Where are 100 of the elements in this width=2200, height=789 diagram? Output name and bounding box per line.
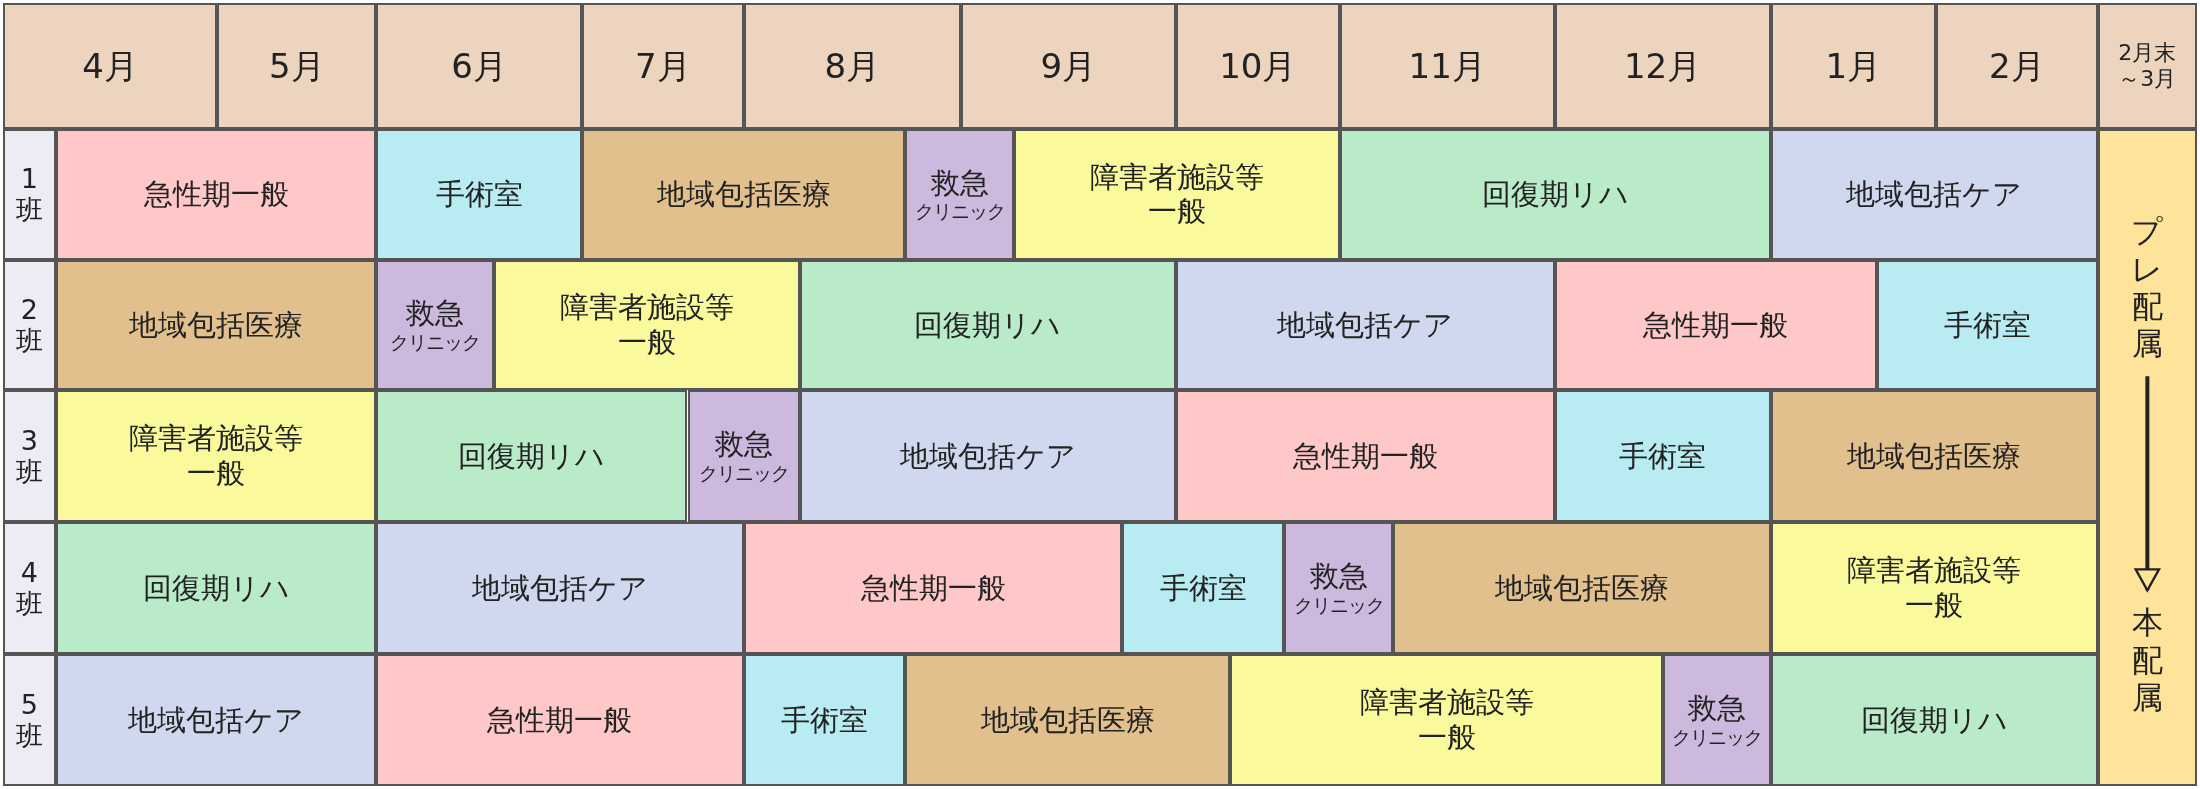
rotation-block	[904, 129, 1015, 260]
ward-label: 障害者施設等一般	[128, 421, 305, 492]
group-header-box	[2, 129, 57, 260]
rotation-block	[376, 259, 494, 391]
month-label: 2月末～3月	[2117, 39, 2178, 93]
group-label: 4班	[14, 557, 44, 620]
ward-label: 地域包括医療	[129, 307, 304, 343]
ward-label: 回復期リハ	[1481, 177, 1629, 212]
month-label: 8月	[824, 45, 881, 87]
assignment-label: 本配属	[2130, 604, 2164, 716]
month-header-box	[582, 2, 744, 130]
month-label: 4月	[82, 45, 138, 87]
ward-label: 障害者施設等一般	[558, 290, 735, 360]
month-label: 1月	[1825, 45, 1882, 87]
group-label: 5班	[14, 689, 44, 752]
month-header-box	[743, 2, 962, 130]
rotation-block	[1554, 390, 1771, 523]
month-header-box	[1554, 2, 1771, 130]
ward-label: 回復期リハ	[458, 438, 606, 474]
rotation-block	[687, 390, 800, 523]
rotation-block	[56, 259, 376, 391]
rotation-block	[56, 129, 376, 260]
ward-label: 地域包括ケア	[128, 702, 305, 738]
ward-label: 地域包括ケア	[1846, 177, 2023, 212]
ward-label: クリニック	[1671, 726, 1762, 749]
group-label: 1班	[14, 163, 44, 226]
rotation-block	[904, 654, 1231, 787]
group-header-box	[2, 390, 57, 523]
rotation-block	[799, 390, 1176, 523]
rotation-block	[56, 390, 376, 523]
rotation-block	[799, 259, 1176, 391]
ward-label: 救急	[1309, 559, 1368, 595]
ward-label: 地域包括ケア	[1277, 307, 1454, 343]
rotation-block	[1662, 654, 1771, 787]
rotation-block	[56, 654, 376, 787]
ward-label: 障害者施設等一般	[1089, 159, 1266, 230]
assignment-label: プレ配属	[2130, 213, 2165, 363]
month-header-box	[1175, 2, 1340, 130]
month-label: 11月	[1408, 45, 1486, 87]
rotation-block	[376, 390, 688, 523]
ward-label: 手術室	[1943, 307, 2031, 343]
ward-label: 地域包括医療	[1847, 438, 2022, 474]
rotation-block	[376, 522, 744, 655]
ward-label: クリニック	[698, 462, 789, 486]
ward-label: 急性期一般	[487, 702, 633, 738]
ward-label: 手術室	[435, 177, 523, 212]
ward-label: 障害者施設等一般	[1846, 553, 2023, 623]
group-header-box	[2, 259, 57, 391]
group-header-box	[2, 654, 57, 787]
ward-label: クリニック	[389, 331, 480, 354]
month-label: 2月	[1989, 45, 2045, 87]
ward-label: 地域包括医療	[1494, 570, 1669, 606]
month-header-box	[1936, 2, 2098, 130]
ward-label: 回復期リハ	[1860, 702, 2008, 738]
ward-label: 地域包括医療	[980, 702, 1155, 738]
rotation-block	[376, 654, 744, 787]
rotation-block	[56, 522, 376, 655]
rotation-block	[582, 129, 905, 260]
rotation-block	[1175, 259, 1555, 391]
month-header-box	[2, 2, 218, 130]
ward-label: 急性期一般	[1643, 307, 1789, 343]
ward-label: クリニック	[914, 200, 1005, 224]
arrow	[2134, 376, 2161, 592]
rotation-block	[1554, 259, 1878, 391]
month-label: 12月	[1623, 45, 1702, 87]
month-header-box	[961, 2, 1176, 130]
month-header-box	[1770, 2, 1937, 130]
ward-label: 急性期一般	[860, 570, 1006, 606]
assignment-band	[2097, 129, 2198, 787]
ward-label: 手術室	[780, 702, 868, 738]
ward-label: 地域包括ケア	[899, 438, 1076, 474]
rotation-block	[743, 654, 905, 787]
rotation-block	[1339, 129, 1771, 260]
rotation-block	[493, 259, 800, 391]
rotation-block	[743, 522, 1123, 655]
ward-label: 回復期リハ	[142, 570, 290, 606]
rotation-block	[1230, 654, 1663, 787]
month-label: 9月	[1040, 45, 1097, 87]
group-label: 2班	[14, 293, 44, 357]
month-header-box	[217, 2, 376, 130]
month-header-box	[2097, 2, 2198, 130]
rotation-block	[1770, 129, 2098, 260]
rotation-block	[1770, 390, 2098, 523]
ward-label: 救急	[405, 296, 464, 331]
ward-label: 救急	[1687, 691, 1746, 727]
ward-label: 急性期一般	[143, 177, 289, 212]
ward-label: 回復期リハ	[914, 307, 1062, 343]
month-label: 10月	[1219, 45, 1297, 87]
rotation-block	[376, 129, 583, 260]
ward-label: クリニック	[1293, 594, 1384, 617]
month-label: 7月	[635, 45, 691, 87]
ward-label: 手術室	[1159, 570, 1247, 606]
month-header-box	[376, 2, 583, 130]
rotation-block	[1283, 522, 1394, 655]
group-header-box	[2, 522, 57, 655]
month-label: 6月	[451, 45, 507, 87]
group-label: 3班	[14, 425, 44, 488]
ward-label: 急性期一般	[1292, 438, 1438, 474]
rotation-block	[1770, 522, 2098, 655]
rotation-block	[1393, 522, 1771, 655]
